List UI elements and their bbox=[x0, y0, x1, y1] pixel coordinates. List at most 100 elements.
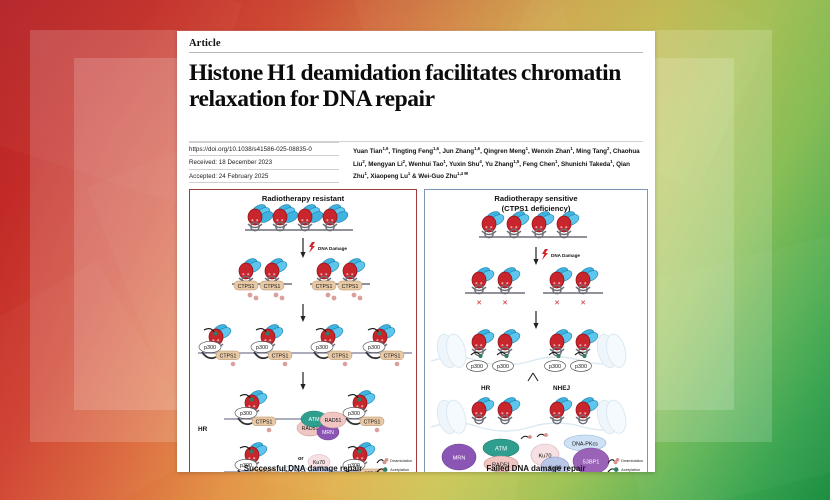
legend-item-acetylation: Acetylation bbox=[376, 465, 412, 472]
author-name: Ming Tang bbox=[576, 147, 608, 155]
author-affiliation-marker: 1 bbox=[364, 171, 367, 177]
page-title: Histone H1 deamidation facilitates chrom… bbox=[189, 60, 621, 113]
legend-label-deamidation: Deamidation bbox=[621, 458, 643, 464]
author-affiliation-marker: 1 bbox=[555, 158, 558, 164]
author-affiliation-marker: 2 bbox=[607, 145, 610, 151]
right-panel-legend: Deamidation Acetylation bbox=[607, 456, 643, 472]
svg-text:✕: ✕ bbox=[580, 300, 586, 307]
author-name: Yuxin Shu bbox=[449, 160, 480, 168]
svg-text:✕: ✕ bbox=[554, 300, 560, 307]
svg-text:DNA-PKcs: DNA-PKcs bbox=[572, 442, 598, 448]
svg-text:Ku80: Ku80 bbox=[548, 466, 561, 472]
author-affiliation-marker: 1 bbox=[407, 171, 411, 177]
author-affiliation-marker: 1 bbox=[525, 145, 528, 151]
svg-text:MRN: MRN bbox=[322, 430, 334, 436]
author-name: Shunichi Takeda bbox=[560, 160, 611, 168]
author-affiliation-marker: 1,5 bbox=[513, 158, 520, 164]
article-metadata: https://doi.org/10.1038/s41586-025-08835… bbox=[189, 141, 643, 184]
author-list: Yuan Tian1,6, Tingting Feng1,6, Jun Zhan… bbox=[353, 145, 640, 181]
svg-text:CTPS1: CTPS1 bbox=[364, 419, 381, 425]
accepted-date: Accepted: 24 February 2025 bbox=[189, 170, 339, 184]
legend-item-acetylation: Acetylation bbox=[607, 465, 643, 472]
author-name: Qingren Meng bbox=[483, 147, 526, 155]
author-name: Mengyan Li bbox=[368, 160, 403, 168]
left-panel-title: Radiotherapy resistant bbox=[261, 194, 345, 204]
svg-text:✕: ✕ bbox=[476, 300, 482, 307]
author-affiliation-marker: 1,4 bbox=[457, 171, 464, 177]
author-name: Feng Chen bbox=[522, 160, 556, 168]
corresponding-author-icon: ✉ bbox=[463, 171, 468, 177]
right-panel-footer: Failed DNA damage repair bbox=[486, 464, 586, 472]
metadata-column: https://doi.org/10.1038/s41586-025-08835… bbox=[189, 141, 339, 184]
author-name: Chaohua Liu bbox=[353, 147, 640, 168]
svg-text:CTPS1: CTPS1 bbox=[332, 353, 349, 359]
author-name: Xiaopeng Lu bbox=[370, 173, 408, 181]
svg-text:CTPS1: CTPS1 bbox=[256, 419, 273, 425]
svg-text:CTPS1: CTPS1 bbox=[238, 284, 255, 290]
left-panel-legend: Deamidation Acetylation bbox=[376, 456, 412, 472]
svg-text:RAD51: RAD51 bbox=[325, 418, 342, 424]
svg-text:p300: p300 bbox=[204, 345, 216, 351]
svg-text:ATM: ATM bbox=[309, 417, 320, 423]
svg-text:Ku70: Ku70 bbox=[313, 460, 325, 466]
doi-text[interactable]: https://doi.org/10.1038/s41586-025-08835… bbox=[189, 141, 339, 157]
left-diagram-svg: CTPS1 CTPS1 CTPS1 CTPS1 bbox=[198, 201, 412, 472]
author-affiliation-marker: 1,6 bbox=[382, 145, 389, 151]
svg-text:Ku70: Ku70 bbox=[538, 454, 551, 460]
legend-label-acetylation: Acetylation bbox=[390, 467, 410, 472]
received-date: Received: 18 December 2023 bbox=[189, 156, 339, 170]
right-nhej-label: NHEJ bbox=[553, 385, 571, 393]
author-name: Tingting Feng bbox=[391, 147, 434, 155]
svg-text:CTPS1: CTPS1 bbox=[272, 353, 289, 359]
svg-text:p300: p300 bbox=[316, 345, 328, 351]
acetylation-icon bbox=[607, 467, 619, 472]
svg-text:p300: p300 bbox=[471, 364, 483, 370]
legend-item-deamidation: Deamidation bbox=[607, 456, 643, 465]
left-panel-footer: Successful DNA damage repair bbox=[243, 464, 363, 472]
svg-text:ATM: ATM bbox=[495, 447, 507, 453]
svg-text:CTPS1: CTPS1 bbox=[384, 353, 401, 359]
author-name: Qian Zhu bbox=[353, 160, 630, 181]
author-affiliation-marker: 1 bbox=[610, 158, 613, 164]
svg-text:RAD51: RAD51 bbox=[492, 463, 510, 469]
author-name: Yuan Tian bbox=[353, 147, 383, 155]
svg-text:CTPS1: CTPS1 bbox=[342, 284, 359, 290]
left-panel-diagram: CTPS1 CTPS1 CTPS1 CTPS1 bbox=[190, 201, 416, 472]
kicker-rule bbox=[189, 52, 643, 53]
right-panel-title: Radiotherapy sensitive (CTPS1 deficiency… bbox=[425, 194, 647, 213]
author-affiliation-marker: 1,6 bbox=[474, 145, 481, 151]
left-hr-label: HR bbox=[198, 425, 208, 433]
right-panel-title-line2: (CTPS1 deficiency) bbox=[501, 203, 571, 213]
author-name: Wenxin Zhan bbox=[531, 147, 571, 155]
svg-text:CTPS1: CTPS1 bbox=[264, 284, 281, 290]
acetylation-icon bbox=[376, 467, 388, 472]
left-or-label: or bbox=[298, 455, 304, 462]
right-diagram-svg: ✕ ✕ ✕ ✕ bbox=[430, 208, 630, 472]
author-name: Wei-Guo Zhu bbox=[418, 173, 458, 181]
svg-text:p300: p300 bbox=[549, 364, 561, 370]
svg-text:53BP1: 53BP1 bbox=[583, 460, 600, 466]
svg-text:CTPS1: CTPS1 bbox=[256, 471, 273, 472]
svg-text:RAD51: RAD51 bbox=[302, 426, 319, 432]
author-affiliation-marker: 2 bbox=[362, 158, 365, 164]
panel-radiotherapy-sensitive: Radiotherapy sensitive (CTPS1 deficiency… bbox=[424, 189, 648, 472]
author-name: Jun Zhang bbox=[442, 147, 475, 155]
article-kicker: Article bbox=[189, 38, 221, 49]
paper-page: Article Histone H1 deamidation facilitat… bbox=[177, 31, 655, 472]
svg-text:MRN: MRN bbox=[453, 456, 466, 462]
svg-text:CTPS1: CTPS1 bbox=[316, 284, 333, 290]
svg-text:✕: ✕ bbox=[502, 300, 508, 307]
legend-label-deamidation: Deamidation bbox=[390, 458, 412, 464]
author-affiliation-marker: 1 bbox=[443, 158, 446, 164]
svg-text:p300: p300 bbox=[240, 411, 252, 417]
author-affiliation-marker: 4 bbox=[479, 158, 482, 164]
deamidation-icon bbox=[607, 457, 620, 465]
meta-top-rule bbox=[189, 140, 643, 142]
svg-text:p300: p300 bbox=[575, 364, 587, 370]
right-panel-diagram: ✕ ✕ ✕ ✕ bbox=[425, 208, 647, 472]
svg-text:p300: p300 bbox=[348, 411, 360, 417]
panel-radiotherapy-resistant: Radiotherapy resistant bbox=[189, 189, 417, 472]
figure-container: Radiotherapy resistant bbox=[189, 189, 648, 472]
right-dna-damage-label: DNA Damage bbox=[551, 253, 580, 259]
svg-text:p300: p300 bbox=[256, 345, 268, 351]
